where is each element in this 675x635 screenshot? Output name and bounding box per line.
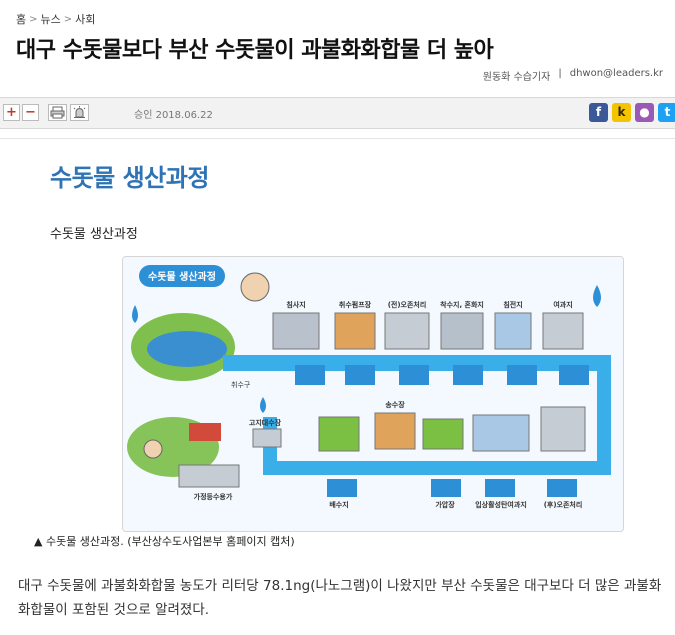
stage-label-top: 여과지	[553, 300, 572, 309]
byline: 원동화 수습기자 | dhwon@leaders.kr	[483, 68, 663, 83]
author-email[interactable]: dhwon@leaders.kr	[569, 68, 663, 79]
diagram-svg: 수돗물 생산과정 침사지 취수펌프장 (전)오존처리 착수지, 혼화지 침전지 …	[123, 257, 623, 531]
chevron-right-icon: >	[29, 13, 38, 25]
pipe-right	[597, 355, 611, 475]
diagram-banner	[139, 265, 225, 287]
water-drop-icon	[593, 285, 601, 307]
facility-row-top	[272, 312, 584, 350]
chevron-right-icon: >	[63, 13, 73, 25]
stage-label-top: 침전지	[503, 300, 522, 309]
font-decrease-button[interactable]: −	[22, 104, 39, 121]
article-title: 대구 수돗물보다 부산 수돗물이 과불화화합물 더 높아	[16, 38, 494, 63]
reservoir-icon	[252, 428, 282, 448]
home-label: 가정등수용가	[194, 492, 233, 501]
homes-icon	[178, 464, 240, 488]
article-body	[0, 138, 675, 635]
print-icon[interactable]	[48, 104, 67, 121]
byline-divider: |	[558, 68, 562, 79]
grandma-icon	[143, 439, 163, 459]
breadcrumb: 홈 > 뉴스 > 사회	[16, 11, 95, 27]
font-increase-button[interactable]: +	[3, 104, 20, 121]
stage-label-bottom: 가압장	[435, 500, 455, 509]
lake-shape	[147, 331, 227, 367]
stage-label-bottom: 배수지	[329, 500, 348, 509]
stage-label-top: 취수펌프장	[339, 300, 372, 309]
tank-row-top	[295, 365, 589, 385]
water-process-diagram: 수돗물 생산과정 침사지 취수펌프장 (전)오존처리 착수지, 혼화지 침전지 …	[122, 256, 624, 532]
breadcrumb-home[interactable]: 홈	[16, 13, 27, 26]
article-paragraph: 대구 수돗물에 과불화화합물 농도가 리터당 78.1ng(나노그램)이 나왔지…	[18, 578, 662, 618]
facebook-share-icon[interactable]: f	[589, 103, 608, 122]
figure-caption: ▲ 수돗물 생산과정. (부산상수도사업본부 홈페이지 캡처)	[34, 535, 295, 548]
tank-row-bottom	[327, 479, 577, 497]
facility-row-bottom	[318, 406, 586, 452]
intake-label: 취수구	[231, 381, 251, 389]
pipe-bottom	[263, 461, 611, 475]
alert-icon[interactable]	[70, 104, 89, 121]
breadcrumb-section[interactable]: 사회	[75, 13, 96, 26]
house-icon	[189, 423, 221, 441]
twitter-share-icon[interactable]: t	[658, 103, 675, 122]
kakao-share-icon[interactable]: k	[612, 103, 631, 122]
water-drop-icon	[260, 397, 266, 413]
stage-label-top: (전)오존처리	[388, 300, 427, 309]
stage-label-top: 착수지, 혼화지	[440, 300, 484, 309]
article-toolbar: + − 승인 2018.06.22 f k ● t	[0, 97, 675, 129]
kakaostory-share-icon[interactable]: ●	[635, 103, 654, 122]
stage-label-top: 침사지	[286, 300, 305, 309]
stage-label-bottom: 입상활성탄여과지	[475, 500, 527, 509]
breadcrumb-news[interactable]: 뉴스	[40, 13, 61, 26]
publish-date: 승인 2018.06.22	[134, 110, 213, 121]
author-name: 원동화 수습기자	[482, 72, 551, 83]
diagram-banner-text: 수돗물 생산과정	[148, 270, 216, 283]
water-drop-icon	[132, 305, 138, 323]
content-subhead: 수돗물 생산과정	[50, 164, 209, 192]
scientist-icon	[240, 272, 270, 302]
content-subhead-small: 수돗물 생산과정	[50, 227, 138, 242]
stage-label-bottom: 송수장	[385, 400, 405, 409]
reservoir-label: 고지대수장	[249, 418, 282, 427]
stage-label-bottom: (후)오존처리	[544, 500, 583, 509]
